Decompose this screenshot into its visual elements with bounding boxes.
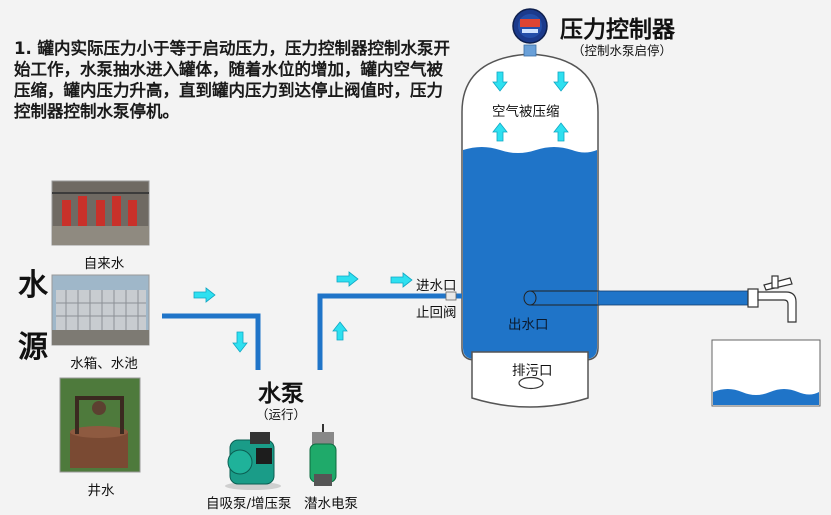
pressure-gauge-icon <box>512 8 548 44</box>
tank-water <box>463 147 597 359</box>
pump-status: （运行） <box>256 407 307 422</box>
description-text: 1. 罐内实际压力小于等于启动压力，压力控制器控制水泵开始工作，水泵抽水进入罐体… <box>14 39 450 121</box>
controller-subtitle: （控制水泵启停） <box>572 43 673 58</box>
water-source-label-char2: 源 <box>18 330 48 365</box>
well-photo <box>59 377 141 473</box>
source-pipe <box>162 313 261 370</box>
check-valve <box>445 291 457 301</box>
source-well-label: 井水 <box>87 483 115 499</box>
pump-room-photo <box>51 180 150 246</box>
drain-port <box>518 376 544 390</box>
water-source-label-char1: 水 <box>18 268 48 303</box>
outlet-pipe-end <box>523 290 537 306</box>
water-tank-photo <box>51 274 150 346</box>
drain-label: 排污口 <box>512 363 553 379</box>
pump-title: 水泵 <box>258 381 304 407</box>
air-compressed-label: 空气被压缩 <box>492 104 560 120</box>
outlet-pipe <box>597 290 749 306</box>
water-basin <box>711 339 821 407</box>
outlet-label: 出水口 <box>508 317 549 333</box>
air-arrows <box>492 71 569 142</box>
check-valve-label: 止回阀 <box>416 305 457 321</box>
flow-arrows <box>193 271 413 353</box>
controller-title: 压力控制器 <box>560 17 675 43</box>
submersible-pump-icon <box>309 424 337 486</box>
source-tap-water-label: 自来水 <box>83 256 125 272</box>
controller-connector <box>523 44 537 57</box>
faucet-icon <box>747 275 797 323</box>
source-tank-label: 水箱、水池 <box>70 356 138 372</box>
booster-pump-icon <box>225 432 281 490</box>
pump-type-submersible-label: 潜水电泵 <box>304 496 358 512</box>
pump-outlet-pipe <box>317 293 462 370</box>
inlet-label: 进水口 <box>416 278 457 294</box>
pump-type-booster-label: 自吸泵/增压泵 <box>206 496 292 512</box>
